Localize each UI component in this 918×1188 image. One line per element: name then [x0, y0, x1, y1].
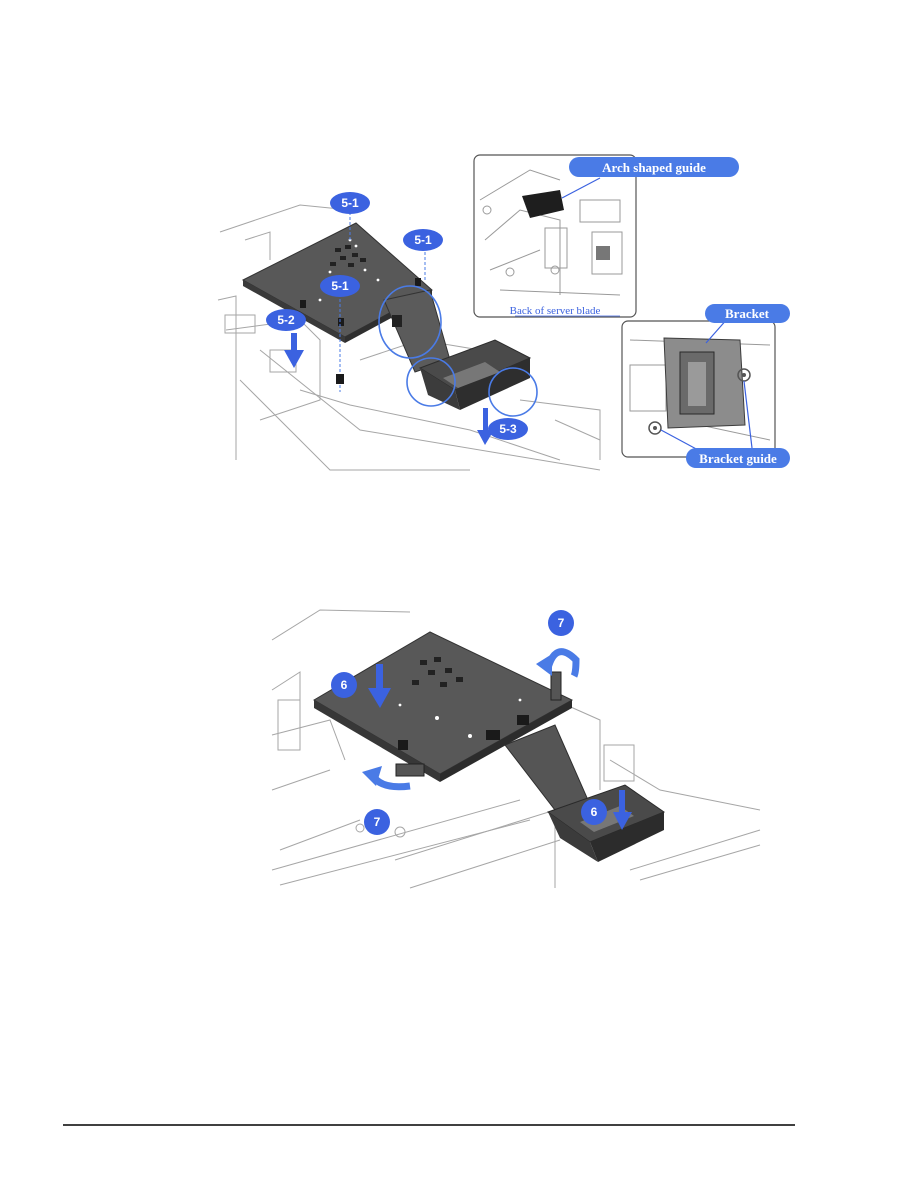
flex-cable-and-bracket-2 — [504, 724, 666, 862]
step-label-5-3: 5-3 — [499, 422, 517, 436]
back-of-server-blade-caption: Back of server blade — [510, 305, 601, 317]
latch-right — [550, 671, 562, 701]
inset-bracket-detail — [621, 317, 776, 458]
svg-text:Bracket: Bracket — [725, 306, 770, 321]
figure-1-illustration: 5-1 5-1 5-1 5-2 5-3 Ba — [217, 154, 790, 471]
step-label-5-2: 5-2 — [277, 313, 295, 327]
svg-text:Arch shaped guide: Arch shaped guide — [602, 160, 706, 175]
flex-cable-and-bracket — [383, 289, 532, 410]
step-label-5-1-b: 5-1 — [414, 233, 432, 247]
step-label-6-a: 6 — [341, 678, 348, 692]
callout-arch-shaped-guide: Arch shaped guide — [569, 157, 739, 177]
rotate-arrow-top — [544, 648, 580, 678]
inset-back-of-server-blade: Back of server blade — [473, 154, 637, 318]
callout-bracket: Bracket — [705, 304, 790, 323]
inset1-connector — [596, 246, 610, 260]
step-label-7-a: 7 — [558, 616, 565, 630]
install-arrows-2 — [368, 664, 632, 830]
step-label-7-b: 7 — [374, 815, 381, 829]
step-label-6-b: 6 — [591, 805, 598, 819]
figure-2-illustration: 7 6 7 6 — [271, 609, 761, 889]
svg-text:Bracket guide: Bracket guide — [699, 451, 777, 466]
step-badges-fig2 — [331, 610, 607, 835]
highlight-circles — [378, 285, 538, 417]
standoff-screw — [336, 374, 344, 384]
step-label-5-1-c: 5-1 — [331, 279, 349, 293]
callout-bracket-guide: Bracket guide — [686, 448, 790, 468]
step-badges-fig1 — [266, 192, 528, 440]
install-arrows — [284, 333, 494, 445]
step-label-5-1-a: 5-1 — [341, 196, 359, 210]
latch-left — [395, 763, 425, 777]
arch-guide-part — [522, 190, 564, 218]
